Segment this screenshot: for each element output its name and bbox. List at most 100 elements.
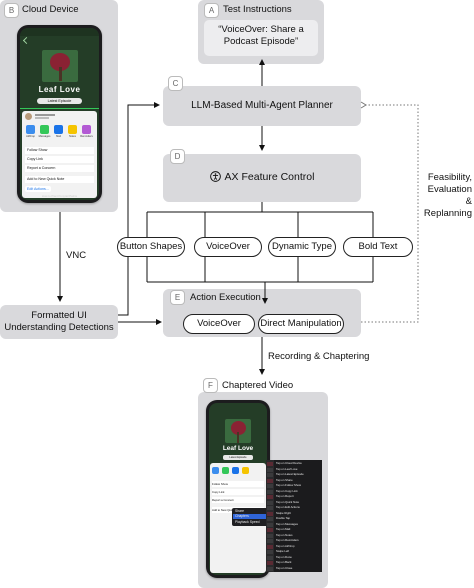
menu-item-playback-speed[interactable]: Playback Speed <box>235 520 260 524</box>
cloud-device-title: Cloud Device <box>22 4 79 15</box>
feature-button-shapes: Button Shapes <box>117 237 185 257</box>
tree-trunk <box>59 67 62 81</box>
avatar <box>25 113 32 120</box>
chapter-item[interactable]: Swipe Left <box>276 549 290 553</box>
video-share-item-0: Follow Show <box>212 481 264 487</box>
accessibility-icon <box>209 171 221 182</box>
messages-icon[interactable] <box>40 125 49 134</box>
ax-feature-control: AX Feature Control <box>163 171 361 183</box>
badge-c: C <box>168 76 183 91</box>
chapter-item[interactable]: Double Tap <box>276 516 291 520</box>
feedback-dotted-line <box>361 104 419 323</box>
panel-d-ax-feature-control <box>163 154 361 202</box>
chapter-item[interactable]: Tap on Follow Show <box>276 483 302 487</box>
chapter-item[interactable]: Tap on Done <box>276 554 292 559</box>
airdrop-icon[interactable] <box>26 125 35 134</box>
share-item-report[interactable]: Report a Concern <box>25 165 94 172</box>
chapter-item[interactable]: Tap on Cloud Device <box>276 461 302 465</box>
detections-box <box>0 305 118 339</box>
share-item-copy-link[interactable]: Copy Link <box>25 156 94 163</box>
chapter-thumbnail <box>267 478 273 483</box>
share-sheet: AirDrop Messages Mail Notes Reminders Fo… <box>22 111 97 198</box>
podcast-title: Leaf Love <box>38 85 81 94</box>
chapter-thumbnail <box>267 533 273 538</box>
action-execution-title: Action Execution <box>190 292 261 303</box>
app-label-mail: Mail <box>56 135 61 138</box>
airdrop-icon <box>212 467 219 474</box>
placeholder-line <box>35 114 55 116</box>
chapter-item[interactable]: Tap on Leaf Love <box>276 466 298 471</box>
messages-icon <box>222 467 229 474</box>
feature-bold-text: Bold Text <box>343 237 413 257</box>
chapter-thumbnail <box>267 500 273 505</box>
planner-label: LLM-Based Multi-Agent Planner <box>191 100 333 111</box>
back-icon <box>22 36 31 45</box>
chaptered-video-title: Chaptered Video <box>222 380 294 391</box>
menu-item-share[interactable]: Share <box>235 509 245 513</box>
app-label-airdrop: AirDrop <box>26 135 35 138</box>
video-phone: Leaf Love Latest Episode Follow Show Cop… <box>206 400 270 578</box>
latest-episode-button[interactable]: Latest Episode <box>37 98 82 104</box>
share-item-quick-note[interactable]: Add to New Quick Note <box>25 176 94 183</box>
reminders-icon[interactable] <box>82 125 91 134</box>
chapter-thumbnail <box>267 506 273 510</box>
chapter-item[interactable]: Tap on Reminders <box>276 538 299 542</box>
chapter-item[interactable]: Tap on Edit Actions <box>276 505 300 509</box>
chapter-item[interactable]: Tap on Report <box>276 494 294 498</box>
app-label-reminders: Reminders <box>80 135 93 138</box>
chapter-item[interactable]: Tap on Back <box>276 560 292 564</box>
chapter-item[interactable]: Tap on Share <box>276 477 293 482</box>
app-label-notes: Notes <box>69 135 76 138</box>
chapter-item[interactable]: Tap on Copy Link <box>276 488 298 493</box>
chapter-thumbnail <box>267 467 273 472</box>
chapter-item[interactable]: Swipe Right <box>276 510 291 515</box>
share-apps-row: AirDrop Messages Mail Notes Reminders <box>24 125 95 141</box>
chapter-item[interactable]: Tap on Quick Note <box>276 499 300 504</box>
menu-item-chapters[interactable]: Chapters <box>233 514 271 519</box>
badge-f: F <box>203 378 218 393</box>
badge-b: B <box>4 3 19 18</box>
chapter-item[interactable]: Tap on Notes <box>276 532 293 537</box>
mail-icon[interactable] <box>54 125 63 134</box>
notes-icon <box>242 467 249 474</box>
share-item-follow[interactable]: Follow Show <box>25 147 94 154</box>
chapter-thumbnail <box>267 473 273 477</box>
tree-canopy <box>231 421 246 435</box>
cloud-device-phone: Leaf Love Latest Episode AirDrop Message… <box>17 25 102 203</box>
chapter-item[interactable]: Tap on Mail <box>276 527 291 531</box>
chapter-thumbnail <box>267 462 273 466</box>
chapter-thumbnail <box>267 555 273 560</box>
ax-feature-control-label: AX Feature Control <box>224 171 315 183</box>
chapter-thumbnail <box>267 484 273 488</box>
feature-dynamic-type: Dynamic Type <box>268 237 336 257</box>
share-item-edit-actions[interactable]: Edit Actions... <box>25 186 51 192</box>
phone-footer: How to Plant Ponytail Palms <box>41 194 78 198</box>
phone-screen: Leaf Love Latest Episode AirDrop Message… <box>20 28 99 200</box>
chapter-thumbnail <box>267 550 273 554</box>
arrow-detections-to-planner <box>118 102 160 316</box>
action-voiceover: VoiceOver <box>183 314 255 334</box>
chapter-thumbnail <box>267 528 273 532</box>
detections-label: Formatted UI Understanding Detections <box>4 310 114 333</box>
chapter-thumbnail <box>267 539 273 543</box>
panel-c-planner <box>163 86 361 126</box>
video-artwork <box>225 419 251 443</box>
notes-icon[interactable] <box>68 125 77 134</box>
vnc-label: VNC <box>66 250 87 261</box>
video-share-item-2: Report a Concern <box>212 497 264 503</box>
video-share-item-1: Copy Link <box>212 489 264 495</box>
mail-icon <box>232 467 239 474</box>
tree-canopy <box>50 53 70 71</box>
chapter-thumbnail <box>267 522 273 527</box>
chapter-item[interactable]: Tap on Messages <box>276 521 298 526</box>
chapter-item[interactable]: Tap on Latest Episode <box>276 472 304 476</box>
chapter-thumbnail <box>267 517 273 521</box>
app-label-messages: Messages <box>38 135 51 138</box>
chapter-item[interactable]: Tap on AirDrop <box>276 543 295 548</box>
tree-trunk <box>237 432 239 443</box>
test-instructions-title: Test Instructions <box>223 4 292 15</box>
instruction-text: “VoiceOver: Share a Podcast Episode” <box>218 24 304 47</box>
chapter-item[interactable]: Tap on Close <box>276 565 293 570</box>
